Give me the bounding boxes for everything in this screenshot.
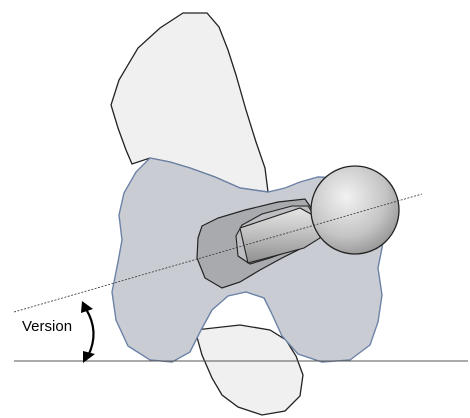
version-arrowhead-top (81, 301, 93, 313)
femoral-neck-axis (13, 193, 423, 313)
version-angle-label: Version (22, 318, 73, 335)
femoral-head-ball (310, 165, 400, 255)
femur-lower-outline (194, 324, 304, 416)
version-arrowhead-bottom (83, 351, 95, 363)
version-angle-arc (85, 308, 95, 357)
femur-shaft-outline (110, 12, 269, 193)
implant-neck (239, 207, 321, 264)
